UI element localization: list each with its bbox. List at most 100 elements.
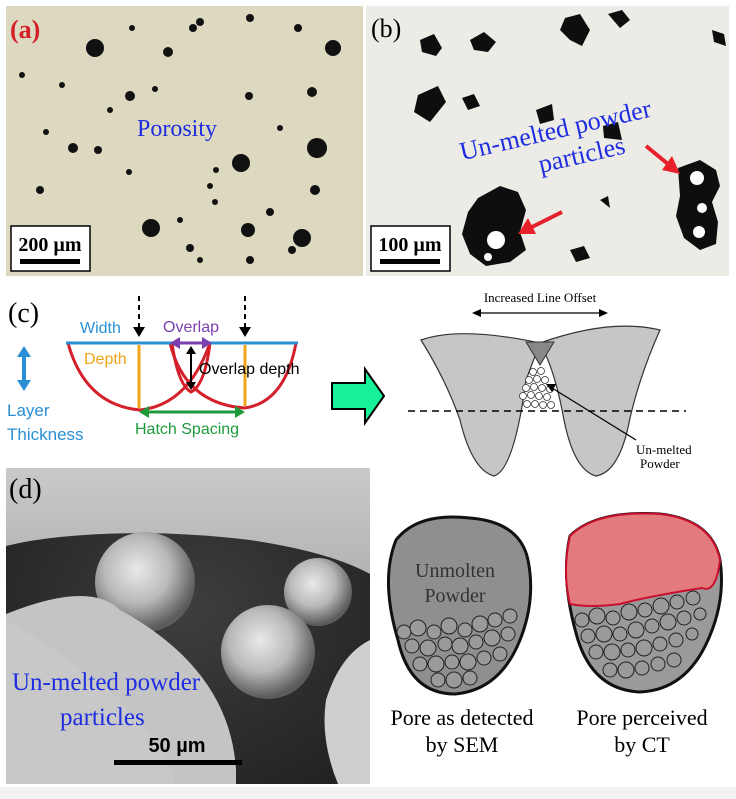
panel-d-scale-line: [114, 760, 242, 765]
powder-particle: [543, 393, 551, 401]
overlap-label: Overlap: [163, 319, 219, 336]
pore: [277, 125, 283, 131]
pore-particle: [404, 638, 420, 654]
unmelted-label-line1: Un-melted: [636, 442, 692, 457]
pore-particle: [462, 670, 478, 686]
particle: [487, 231, 505, 249]
ct-caption-line1: Pore perceived: [576, 705, 707, 730]
pores: [19, 14, 341, 264]
panel-d-scale-text: 50 µm: [148, 735, 205, 757]
pore-particle: [444, 654, 460, 670]
pore-particle: [685, 627, 699, 641]
scale-bar-text: 100 µm: [378, 234, 442, 256]
pore: [232, 154, 250, 172]
pore: [129, 25, 135, 31]
panel-d-caption-line2: particles: [60, 704, 145, 731]
pore-particle: [650, 656, 666, 672]
pore: [266, 208, 274, 216]
pore: [126, 169, 132, 175]
pore-particle: [451, 637, 469, 655]
powder-particle: [529, 368, 537, 376]
powder-sphere: [221, 605, 315, 699]
panel-c-schematic: (c) Width Overlap Dept: [7, 296, 300, 444]
pore-particle: [644, 618, 660, 634]
pore-particle: [666, 652, 682, 668]
width-label: Width: [80, 320, 121, 337]
panel-a: (a) Porosity 200 µm: [6, 6, 363, 276]
hatch-spacing-head-right: [235, 406, 245, 418]
powder-particle: [530, 383, 538, 391]
unmelted-particles: [484, 171, 707, 261]
pore-particle: [603, 643, 621, 661]
offset-arrow-head-right: [599, 309, 608, 317]
pore-blob: [414, 86, 446, 122]
pore-particle: [492, 646, 508, 662]
panel-a-label: (a): [10, 15, 40, 44]
laser-arrow-left-head: [133, 327, 145, 337]
powder-particle: [539, 401, 547, 409]
pore: [293, 229, 311, 247]
pore-schematics: Unmolten Powder: [386, 512, 723, 757]
unmelted-pointer: [551, 387, 637, 441]
sem-caption-line2: by SEM: [426, 732, 499, 757]
overlap-depth-head-top: [186, 346, 196, 354]
panel-d-label: (d): [9, 474, 42, 505]
overlap-depth-label: Overlap depth: [199, 361, 300, 378]
pore: [94, 146, 102, 154]
pore-particle: [693, 607, 707, 621]
laser-arrow-right-head: [239, 327, 251, 337]
pore: [207, 183, 213, 189]
pore-particle: [652, 636, 668, 652]
pore: [152, 86, 158, 92]
melt-tracks: [66, 342, 298, 412]
pore-particle: [676, 610, 692, 626]
pore-particle: [595, 625, 613, 643]
pore: [245, 92, 253, 100]
overlap-arrow-head-left: [170, 337, 180, 349]
pore-particle: [588, 644, 604, 660]
pore-particle: [459, 653, 477, 671]
powder-particle: [519, 392, 527, 400]
pore-particle: [605, 610, 621, 626]
panel-a-caption: Porosity: [137, 116, 217, 142]
particle: [697, 203, 707, 213]
pore: [196, 18, 204, 26]
powder-particle: [538, 384, 546, 392]
pore-particle: [419, 639, 437, 657]
pore-particle: [440, 617, 458, 635]
pore-particle: [637, 602, 653, 618]
pore: [36, 186, 44, 194]
ct-pore-red-region: [565, 512, 722, 607]
particle: [484, 253, 492, 261]
pore: [246, 256, 254, 264]
pore: [107, 107, 113, 113]
panel-d-sem: (d) Un-melted powder particles 50 µm: [6, 468, 370, 784]
pore-particle: [668, 632, 684, 648]
red-arrow: [529, 210, 563, 230]
pore: [212, 199, 218, 205]
red-arrows: [518, 144, 680, 234]
pore: [197, 257, 203, 263]
layer-thickness-head-top: [17, 346, 31, 357]
panel-b-label: (b): [371, 14, 401, 43]
layer-thickness-head-bottom: [17, 380, 31, 391]
pore: [59, 82, 65, 88]
pore: [213, 167, 219, 173]
pore: [19, 72, 25, 78]
melt-track-overlap: [170, 342, 212, 394]
powder-particle: [527, 391, 535, 399]
pore: [186, 244, 194, 252]
pore-blob: [608, 10, 630, 28]
pore: [68, 143, 78, 153]
pore-blob: [462, 94, 480, 110]
scale-bar-line: [380, 259, 440, 264]
overlap-depth-head-bottom: [186, 382, 196, 390]
red-arrow-head: [662, 156, 680, 174]
pore-particle: [669, 594, 685, 610]
trapped-powder: [519, 367, 555, 409]
pore-particle: [471, 615, 489, 633]
pore: [294, 24, 302, 32]
overlap-wedge: [525, 341, 555, 366]
pore: [177, 217, 183, 223]
